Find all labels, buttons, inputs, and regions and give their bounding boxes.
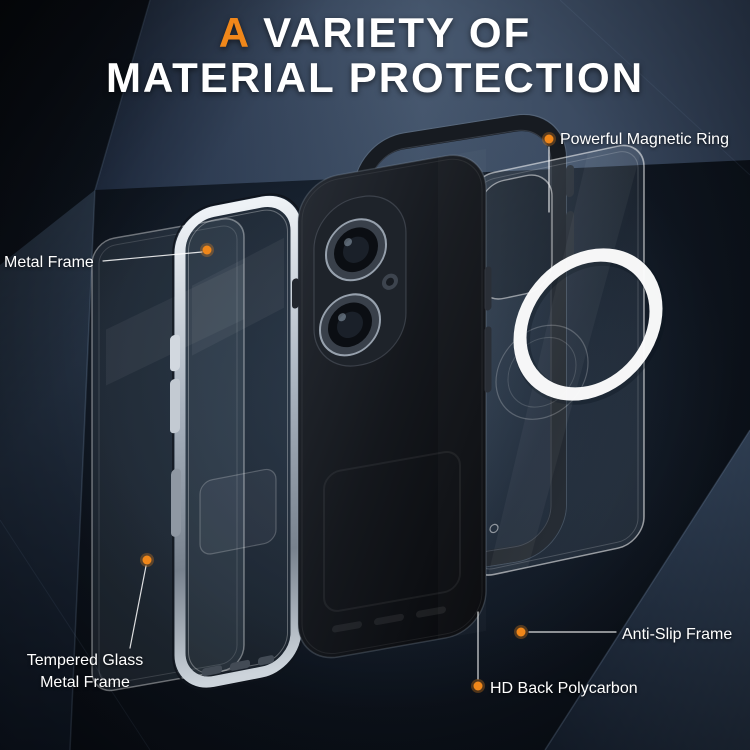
panel-sheen <box>488 140 644 576</box>
panel-lanyard-hole <box>489 523 499 534</box>
frame-side-plate <box>171 468 181 537</box>
facet-edge-line-bottom-right <box>544 429 750 750</box>
tempered-glass-label-line1: Tempered Glass <box>26 652 144 669</box>
metal-frame-rail <box>174 195 302 688</box>
case-side-button <box>292 278 299 309</box>
callout-dot-tempered-glass <box>142 555 152 565</box>
case-edge-highlight <box>301 158 483 655</box>
callout-dot-anti-slip <box>516 627 526 637</box>
callout-dot-magnetic-ring <box>544 134 554 144</box>
facet-edge-line-top-right <box>559 0 750 176</box>
callout-label-tempered-glass: Tempered Glass Metal Frame <box>6 650 164 693</box>
title-accent-letter: A <box>218 9 252 56</box>
facet-edge-line-left <box>69 0 151 750</box>
camera-lens-bottom-specular <box>338 313 346 322</box>
anti-slip-ridge <box>374 613 404 626</box>
frame-speaker-slot <box>230 659 250 671</box>
callout-label-anti-slip: Anti-Slip Frame <box>622 626 733 643</box>
metal-frame-sheen <box>192 237 284 356</box>
camera-lens-top-core <box>343 236 369 263</box>
glass-sheet <box>91 217 245 692</box>
facet-edge-line-bottom-left <box>0 519 151 750</box>
phone-case-render <box>292 149 492 659</box>
callout-dot-metal-frame <box>202 245 212 255</box>
case-side-button <box>484 326 492 393</box>
case-sheen <box>438 149 486 639</box>
callout-line-metal-frame <box>102 251 203 262</box>
camera-flash-core <box>386 277 394 286</box>
camera-lens-bottom-core <box>337 311 363 339</box>
camera-lens-top-specular <box>344 238 352 247</box>
metal-frame-interior <box>185 207 291 677</box>
tempered-glass-label-line2: Metal Frame <box>40 673 130 691</box>
callout-label-magnetic-ring: Powerful Magnetic Ring <box>560 131 729 148</box>
frame-speaker-slot <box>202 665 222 677</box>
clear-back-panel-render <box>467 140 666 576</box>
anti-slip-ridge <box>332 621 362 633</box>
callout-label-hd-back: HD Back Polycarbon <box>490 680 638 697</box>
callout-connectors <box>102 132 617 693</box>
callout-dot-hd-back <box>473 681 483 691</box>
frame-speaker-slot <box>258 655 274 666</box>
callout-label-metal-frame: Metal Frame <box>4 254 94 271</box>
callout-line-tempered-glass <box>129 565 147 649</box>
metal-frame-render <box>170 193 304 691</box>
frame-cutout-window <box>199 468 277 555</box>
case-kickstand-seam <box>323 450 461 612</box>
magnetic-ring-render <box>513 248 663 401</box>
title-line1-rest: VARIETY OF <box>263 9 532 56</box>
frame-button-volume-down <box>170 378 180 434</box>
case-side-button <box>484 266 492 311</box>
frame-button-volume-up <box>170 334 180 372</box>
anti-slip-ridge <box>416 606 446 618</box>
magnet-alignment-circle <box>495 324 589 420</box>
magnet-alignment-circle <box>507 337 577 408</box>
title-line2: MATERIAL PROTECTION <box>105 53 645 101</box>
glass-inner-edge <box>98 225 238 684</box>
